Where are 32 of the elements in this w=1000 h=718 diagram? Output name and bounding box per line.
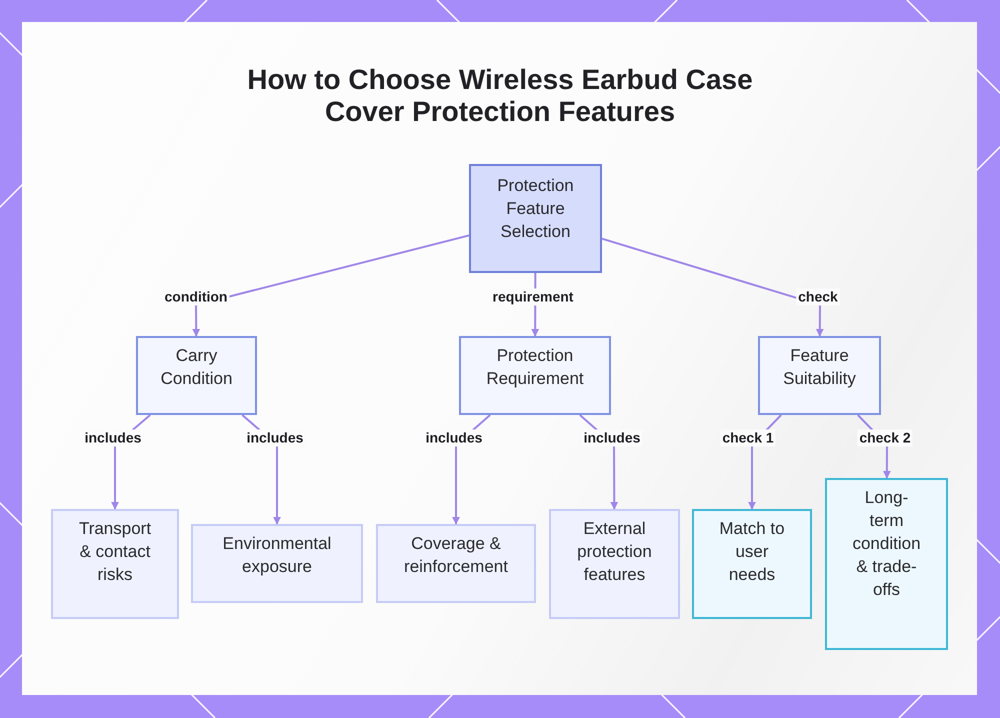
- node-label: Coverage & reinforcement: [403, 533, 509, 578]
- diagram-title: How to Choose Wireless Earbud Case Cover Protection Features: [246, 64, 754, 128]
- edge-label: includes: [82, 430, 144, 446]
- edge-label: check 1: [720, 430, 776, 446]
- detail-box: [549, 509, 680, 619]
- category-box: [136, 336, 257, 415]
- edge-label: condition: [162, 288, 230, 306]
- category-box: [459, 336, 611, 415]
- connector-arrow: [602, 238, 824, 337]
- edge-label: check 2: [857, 430, 913, 446]
- edge-label: includes: [424, 430, 484, 446]
- root-topic-box: [469, 164, 602, 273]
- edge-label: includes: [244, 430, 306, 446]
- node-label: Long-term condition & trade-offs: [852, 487, 921, 601]
- detail-box: [376, 524, 536, 603]
- category-box: [758, 336, 881, 415]
- node-label: Protection Requirement: [485, 345, 585, 390]
- check-box: [825, 478, 948, 650]
- connector-arrow: [192, 234, 470, 337]
- node-label: Feature Suitability: [782, 345, 857, 390]
- node-label: Transport & contact risks: [78, 518, 152, 586]
- detail-box: [191, 524, 363, 603]
- edge-label: requirement: [490, 288, 576, 306]
- node-label: Match to user needs: [718, 518, 786, 586]
- check-box: [692, 509, 812, 619]
- node-label: Protection Feature Selection: [496, 175, 575, 243]
- edge-label: includes: [582, 430, 642, 446]
- node-label: Carry Condition: [160, 345, 234, 390]
- node-label: External protection features: [576, 518, 653, 586]
- edge-label: check: [796, 288, 840, 306]
- node-label: Environmental exposure: [222, 533, 332, 578]
- detail-box: [51, 509, 179, 619]
